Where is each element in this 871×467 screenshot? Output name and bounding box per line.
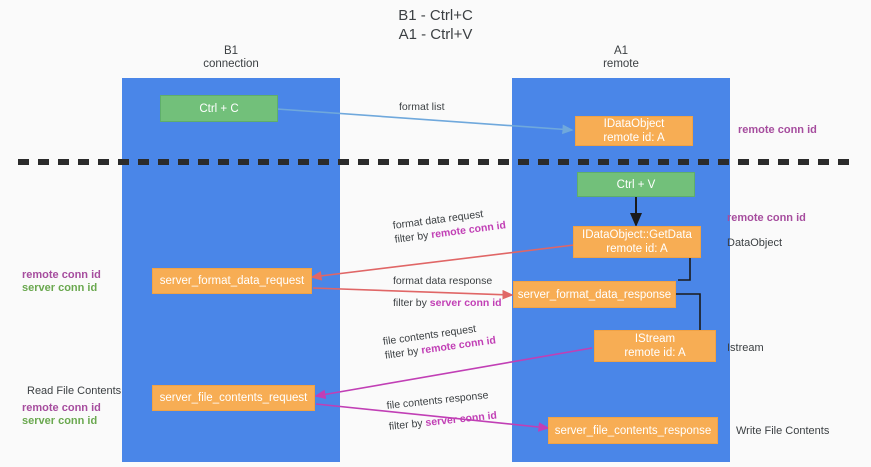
side-label-write-file-contents: Write File Contents (736, 425, 830, 437)
side-label-remote-conn-id-mid: remote conn id (727, 212, 806, 224)
box-server-file-contents-response[interactable]: server_file_contents_response (548, 417, 718, 444)
edge-label-format-list: format list (399, 101, 445, 113)
edge-label-file-contents-request: file contents request filter by remote c… (382, 319, 497, 362)
box-server-format-data-response[interactable]: server_format_data_response (513, 281, 676, 308)
box-idataobject-getdata[interactable]: IDataObject::GetData remote id: A (573, 226, 701, 258)
side-label-read-file-contents: Read File Contents (27, 385, 122, 397)
side-label-left-remote-conn-id: remote conn id (22, 269, 101, 281)
box-ctrl-v[interactable]: Ctrl + V (577, 172, 695, 197)
side-label-istream: Istream (727, 342, 764, 354)
page-title: B1 - Ctrl+C A1 - Ctrl+V (398, 7, 473, 43)
box-istream[interactable]: IStream remote id: A (594, 330, 716, 362)
edge-label-format-data-request: format data request filter by remote con… (392, 204, 507, 246)
side-label-left-server-conn-id-2: server conn id (22, 415, 98, 427)
edge-label-file-contents-response: file contents response filter by server … (386, 388, 498, 434)
edge-label-line1: format data response (393, 275, 493, 287)
side-label-left-server-conn-id: server conn id (22, 282, 98, 294)
box-idataobject[interactable]: IDataObject remote id: A (575, 116, 693, 146)
box-server-format-data-request[interactable]: server_format_data_request (152, 268, 312, 294)
lane-header-a1: A1 remote (603, 45, 639, 70)
edge-label-line1: file contents response (386, 389, 489, 412)
side-label-left-remote-conn-id-2: remote conn id (22, 402, 101, 414)
edge-label-line2: filter by server conn id (393, 297, 502, 309)
edge-label-format-data-response: format data response filter by server co… (393, 274, 502, 310)
side-label-dataobject: DataObject (727, 237, 783, 249)
box-server-file-contents-request[interactable]: server_file_contents_request (152, 385, 315, 411)
box-ctrl-c[interactable]: Ctrl + C (160, 95, 278, 122)
edge-label-line2: filter by server conn id (388, 409, 498, 433)
side-label-remote-conn-id-top: remote conn id (738, 124, 817, 136)
lane-header-b1: B1 connection (203, 45, 259, 70)
